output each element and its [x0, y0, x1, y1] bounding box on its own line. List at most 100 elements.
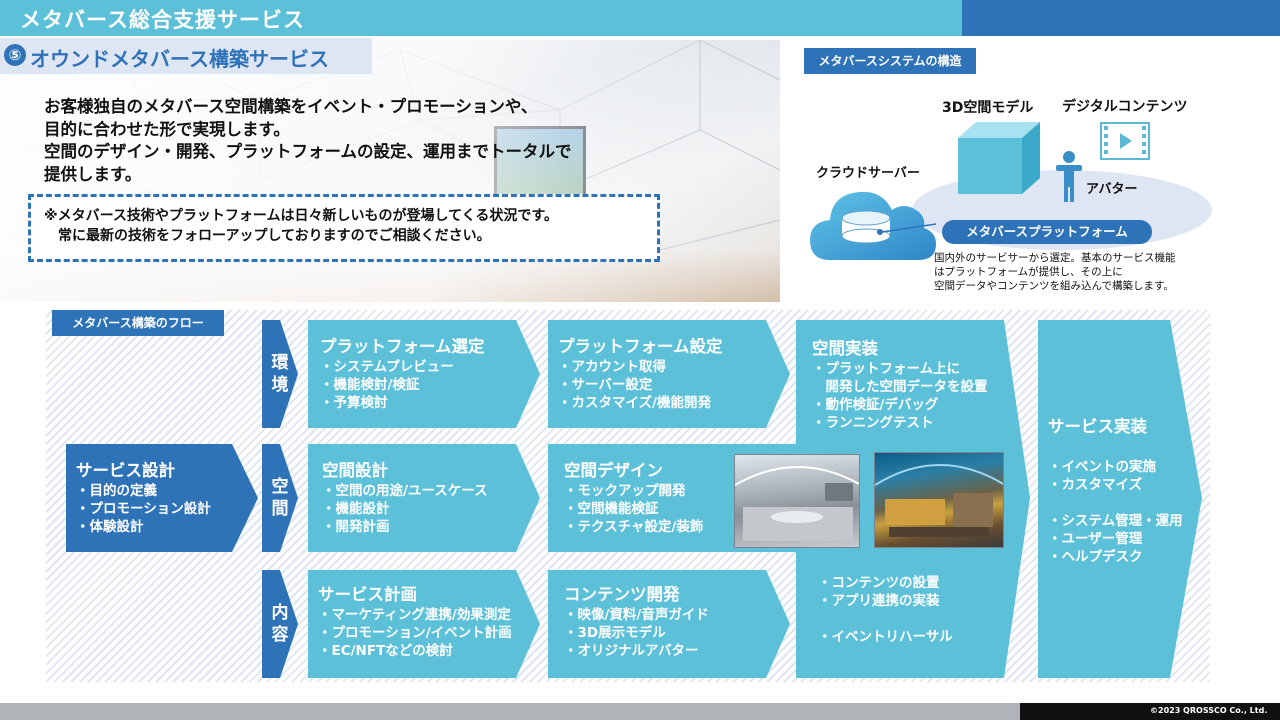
platform-selection-item: ・システムプレビュー: [320, 359, 454, 375]
platform-selection-text: プラットフォーム選定 ・システムプレビュー ・機能検討/検証 ・予算検討: [320, 336, 485, 412]
space-design-item: ・空間機能検証: [564, 501, 659, 517]
service-planning-arrow: [308, 570, 540, 678]
space-design-text: 空間デザイン ・モックアップ開発 ・空間機能検証 ・テクスチャ設定/装飾: [564, 460, 703, 536]
service-design-title: サービス設計: [76, 461, 175, 480]
cloud-icon: [810, 191, 937, 260]
structure-description-line: 国内外のサービサーから選定。基本のサービス機能: [934, 252, 1176, 264]
service-design-item: ・目的の定義: [76, 483, 157, 499]
row-tab-char: 境: [271, 375, 289, 395]
section-number: ⑤: [4, 44, 26, 66]
row-tab-content-label: 内 容: [270, 602, 290, 646]
platform-selection-arrow: [308, 320, 540, 428]
intro-line: 空間のデザイン・開発、プラットフォームの設定、運用までトータルで: [44, 142, 572, 161]
row-tab-env: [262, 320, 298, 428]
intro-line: 提供します。: [44, 164, 142, 184]
structure-description-line: はプラットフォームが提供し、その上に: [934, 266, 1123, 278]
service-design-arrow: [66, 444, 258, 552]
section-title: オウンドメタバース構築サービス: [30, 47, 329, 71]
row-tab-char: 間: [271, 499, 289, 519]
video-icon: [1100, 122, 1150, 160]
row-tab-char: 容: [271, 625, 289, 645]
header-band: [0, 0, 962, 36]
row-tab-char: 内: [271, 603, 289, 623]
content-impl-item: ・アプリ連携の実装: [818, 593, 940, 609]
service-planning-text: サービス計画 ・マーケティング連携/効果測定 ・プロモーション/イベント計画 ・…: [318, 584, 512, 660]
space-planning-text: 空間設計 ・空間の用途/ユースケース ・機能設計 ・開発計画: [322, 460, 488, 536]
structure-description-line: 空間データやコンテンツを組み込んで構築します。: [934, 280, 1174, 292]
note-line: ※メタバース技術やプラットフォームは日々新しいものが登場してくる状況です。: [44, 208, 558, 224]
space-planning-title: 空間設計: [322, 461, 388, 480]
space-planning-arrow: [308, 444, 540, 552]
service-implementation-spacer: [1048, 494, 1183, 512]
space-decoration-illustration: [875, 464, 1003, 537]
footer-bar: [0, 703, 1020, 720]
platform-selection-title: プラットフォーム選定: [320, 337, 485, 356]
space-implementation-item: ・動作検証/デバッグ: [812, 397, 939, 413]
structure-label: メタバースシステムの構造: [804, 48, 976, 74]
space-implementation-item: ・ランニングテスト: [812, 415, 934, 431]
content-dev-item: ・3D展示モデル: [564, 625, 666, 641]
service-design-text: サービス設計 ・目的の定義 ・プロモーション設計 ・体験設計: [76, 460, 211, 536]
service-implementation-spacer: [1048, 438, 1183, 458]
note-text: ※メタバース技術やプラットフォームは日々新しいものが登場してくる状況です。 常に…: [44, 206, 558, 246]
content-impl-item: ・コンテンツの設置: [818, 575, 940, 591]
note-line: 常に最新の技術をフォローアップしておりますのでご相談ください。: [44, 228, 491, 244]
flow-label: メタバース構築のフロー: [52, 310, 224, 336]
space-implementation-item: 開発した空間データを設置: [812, 379, 988, 395]
row-tab-space-label: 空 間: [270, 476, 290, 520]
space-planning-item: ・機能設計: [322, 501, 390, 517]
space-mockup-image: [734, 454, 860, 548]
space-design-item: ・テクスチャ設定/装飾: [564, 519, 704, 535]
service-planning-title: サービス計画: [318, 585, 417, 604]
service-implementation-text: サービス実装 ・イベントの実施 ・カスタマイズ ・システム管理・運用 ・ユーザー…: [1048, 416, 1183, 566]
document-title: メタバース総合支援サービス: [20, 8, 305, 32]
content-dev-item: ・映像/資料/音声ガイド: [564, 607, 709, 623]
platform-setup-item: ・カスタマイズ/機能開発: [558, 395, 712, 411]
digital-content-label: デジタルコンテンツ: [1062, 99, 1188, 115]
intro-text: お客様独自のメタバース空間構築をイベント・プロモーションや、 目的に合わせた形で…: [44, 96, 684, 186]
platform-setup-item: ・アカウント取得: [558, 359, 666, 375]
content-dev-arrow: [548, 570, 790, 678]
model-3d-label: 3D空間モデル: [942, 100, 1034, 116]
service-implementation-item: ・カスタマイズ: [1048, 477, 1143, 493]
platform-pill: メタバースプラットフォーム: [942, 220, 1152, 244]
service-implementation-item: ・システム管理・運用: [1048, 513, 1183, 529]
space-decoration-image: [874, 452, 1004, 548]
service-implementation-item: ・ユーザー管理: [1048, 531, 1143, 547]
row-tab-char: 空: [271, 477, 289, 497]
row-tab-env-label: 環 境: [270, 352, 290, 396]
space-implementation-text: 空間実装 ・プラットフォーム上に 開発した空間データを設置 ・動作検証/デバッグ…: [812, 338, 988, 432]
content-dev-title: コンテンツ開発: [564, 585, 680, 604]
content-dev-text: コンテンツ開発 ・映像/資料/音声ガイド ・3D展示モデル ・オリジナルアバター: [564, 584, 709, 660]
platform-setup-item: ・サーバー設定: [558, 377, 653, 393]
cloud-server-label: クラウドサーバー: [816, 166, 920, 181]
platform-setup-title: プラットフォーム設定: [558, 337, 723, 356]
cube-icon: [958, 122, 1040, 194]
intro-line: お客様独自のメタバース空間構築をイベント・プロモーションや、: [44, 97, 538, 116]
platform-setup-arrow: [548, 320, 790, 428]
row-tab-content: [262, 570, 298, 678]
service-planning-item: ・プロモーション/イベント計画: [318, 625, 512, 641]
space-planning-item: ・空間の用途/ユースケース: [322, 483, 488, 499]
content-dev-item: ・オリジナルアバター: [564, 643, 699, 659]
content-impl-text: ・コンテンツの設置 ・アプリ連携の実装 ・イベントリハーサル: [818, 574, 953, 646]
section-header: [0, 38, 372, 74]
avatar-label: アバター: [1086, 182, 1138, 197]
structure-description: 国内外のサービサーから選定。基本のサービス機能 はプラットフォームが提供し、その…: [934, 251, 1176, 293]
content-impl-item: ・イベントリハーサル: [818, 629, 953, 645]
service-planning-item: ・マーケティング連携/効果測定: [318, 607, 511, 623]
service-implementation-item: ・イベントの実施: [1048, 459, 1156, 475]
platform-selection-item: ・機能検討/検証: [320, 377, 420, 393]
space-implementation-title: 空間実装: [812, 339, 878, 358]
space-planning-item: ・開発計画: [322, 519, 390, 535]
copyright: ©2023 QROSSCO Co., Ltd.: [1150, 706, 1268, 715]
service-planning-item: ・EC/NFTなどの検討: [318, 643, 453, 659]
platform-setup-text: プラットフォーム設定 ・アカウント取得 ・サーバー設定 ・カスタマイズ/機能開発: [558, 336, 723, 412]
service-design-item: ・プロモーション設計: [76, 501, 211, 517]
avatar-icon: [1056, 151, 1082, 202]
row-tab-char: 環: [271, 353, 289, 373]
space-design-title: 空間デザイン: [564, 461, 663, 480]
space-design-item: ・モックアップ開発: [564, 483, 686, 499]
service-implementation-item: ・ヘルプデスク: [1048, 549, 1143, 565]
